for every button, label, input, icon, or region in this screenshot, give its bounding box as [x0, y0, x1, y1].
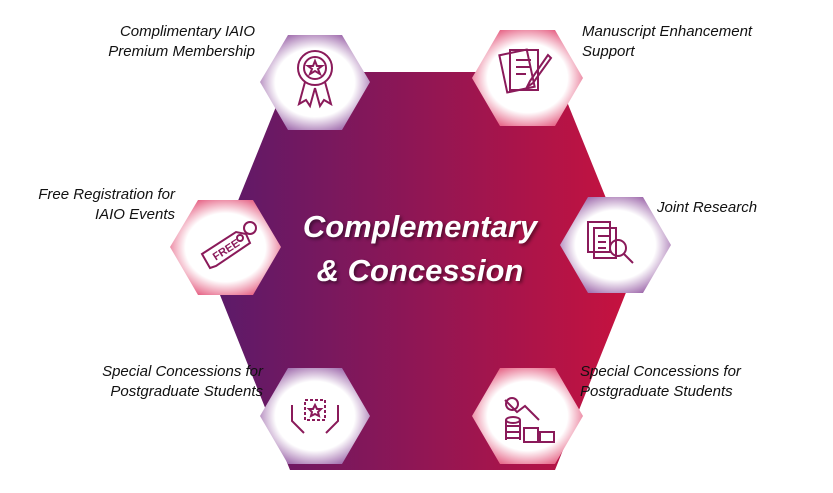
- document-search-icon: [587, 221, 634, 264]
- document-edit-icon: [498, 48, 553, 94]
- hands-star-icon: [291, 399, 339, 434]
- title-line-1: Complementary: [302, 209, 538, 244]
- hex-1: [260, 35, 370, 130]
- coins-down-icon: [504, 397, 555, 443]
- center-title: Complementary & Concession: [250, 205, 590, 293]
- award-badge-icon: [297, 50, 333, 109]
- free-tag-icon: [200, 221, 257, 270]
- hex-6: [472, 368, 583, 464]
- title-line-2: & Concession: [316, 253, 524, 288]
- label-joint-research: Joint Research: [657, 199, 758, 216]
- hex-2: [472, 30, 583, 126]
- hex-5: [260, 368, 370, 464]
